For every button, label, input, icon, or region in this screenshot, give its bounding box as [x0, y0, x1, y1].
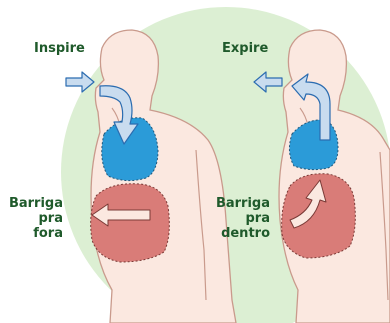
- inspire-label: Inspire: [34, 41, 85, 56]
- belly-in-line-2: pra: [211, 211, 270, 226]
- belly-in-line-1: Barriga: [211, 196, 270, 211]
- belly-in-line-3: dentro: [211, 226, 270, 241]
- expire-label: Expire: [222, 41, 268, 56]
- belly-out-label: Barriga pra fora: [8, 196, 63, 241]
- belly-out-line-1: Barriga: [8, 196, 63, 211]
- belly-out-line-2: pra: [8, 211, 63, 226]
- belly-out-line-3: fora: [8, 226, 63, 241]
- belly-in-label: Barriga pra dentro: [211, 196, 270, 241]
- left-stomach: [91, 184, 170, 262]
